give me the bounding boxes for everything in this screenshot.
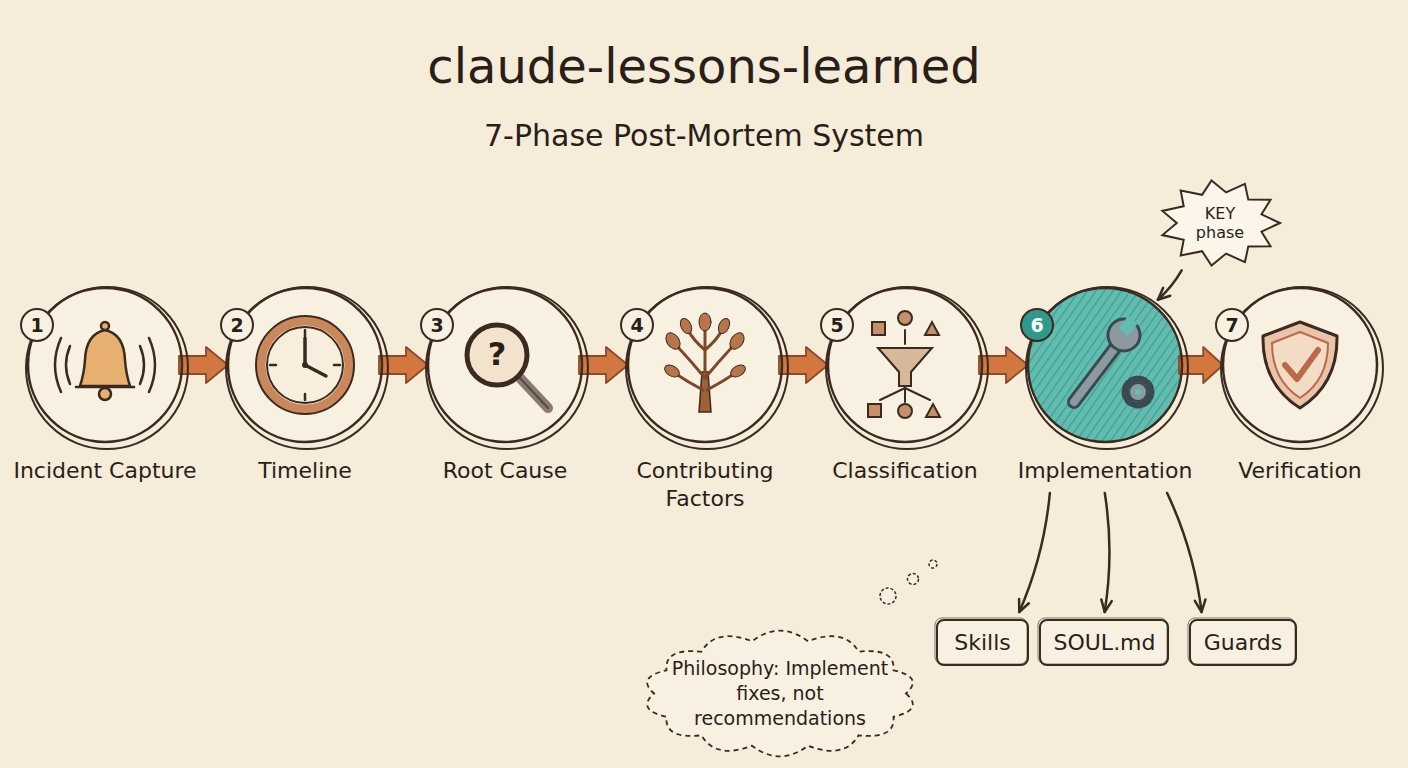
shield-icon xyxy=(1263,322,1337,408)
outer-ring xyxy=(226,287,388,449)
inner-ring xyxy=(828,288,982,442)
node-text: 6 xyxy=(1030,314,1043,336)
tree-icon xyxy=(663,313,748,412)
phase-label: Implementation xyxy=(1005,457,1205,485)
node-text: 2 xyxy=(230,314,243,336)
phase-number: 6 xyxy=(1019,307,1055,343)
connector-line xyxy=(1105,493,1110,612)
icon-glyph: ? xyxy=(488,335,507,373)
bell-icon xyxy=(55,322,155,400)
shape-outline xyxy=(1025,285,1185,445)
phase-circle: Timeline2 xyxy=(225,285,385,489)
phase-number: 5 xyxy=(819,307,855,343)
node-text: Philosophy: Implement fixes, not recomme… xyxy=(670,656,890,731)
shape-outline xyxy=(25,285,185,445)
badge-circle xyxy=(1216,309,1248,341)
funnel-icon xyxy=(868,311,940,418)
box-outline xyxy=(1190,620,1296,665)
phase-number: 7 xyxy=(1214,307,1250,343)
magnifier-icon xyxy=(467,325,548,408)
shape-outline xyxy=(1220,285,1380,445)
phase-number: 1 xyxy=(19,307,55,343)
box-sketch xyxy=(1038,618,1167,664)
outer-ring xyxy=(1221,287,1383,449)
node-text: Skills xyxy=(954,630,1011,655)
node-text: 4 xyxy=(630,314,643,336)
diagram-title: claude-lessons-learned xyxy=(427,38,980,94)
phase-circle: Contributing Factors4 xyxy=(625,285,785,517)
badge-circle xyxy=(821,309,853,341)
burst-outline xyxy=(1162,180,1280,265)
arrowhead xyxy=(1195,600,1206,612)
phase-number: 3 xyxy=(419,307,455,343)
box-outline xyxy=(1040,620,1168,665)
badge-circle xyxy=(1021,309,1053,341)
phase-circle: Verification7 xyxy=(1220,285,1380,489)
node-text: 1 xyxy=(30,314,43,336)
node-text: KEY phase xyxy=(1188,204,1252,242)
phase-number: 4 xyxy=(619,307,655,343)
inner-ring xyxy=(1223,288,1377,442)
clock-icon xyxy=(256,316,354,414)
badge-circle xyxy=(221,309,253,341)
connector-line xyxy=(1167,493,1202,612)
box-sketch xyxy=(935,618,1027,664)
phase-label: Root Cause xyxy=(405,457,605,485)
badge-circle xyxy=(621,309,653,341)
box-sketch xyxy=(1188,618,1295,664)
callout-burst: KEY phase xyxy=(1158,178,1282,268)
outer-ring xyxy=(826,287,988,449)
phase-circle: Implementation6 xyxy=(1025,285,1185,489)
outer-ring xyxy=(626,287,788,449)
output-box: Guards xyxy=(1188,617,1298,667)
node-text: 5 xyxy=(830,314,843,336)
inner-ring xyxy=(28,288,182,442)
shape-outline xyxy=(425,285,585,445)
wrench-gear-icon xyxy=(1074,316,1151,405)
arrowhead xyxy=(1158,288,1170,300)
phase-number: 2 xyxy=(219,307,255,343)
node-text: 7 xyxy=(1225,314,1238,336)
inner-ring xyxy=(1028,288,1182,442)
shape-outline xyxy=(225,285,385,445)
badge-circle xyxy=(21,309,53,341)
cloud-outline xyxy=(647,631,913,757)
phase-label: Contributing Factors xyxy=(605,457,805,513)
outer-ring xyxy=(26,287,188,449)
outer-ring xyxy=(426,287,588,449)
arrowhead xyxy=(1019,599,1029,612)
arrowhead xyxy=(1101,599,1111,612)
node-text: 3 xyxy=(430,314,443,336)
phase-label: Incident Capture xyxy=(5,457,205,485)
output-box: SOUL.md xyxy=(1038,617,1170,667)
badge-circle xyxy=(421,309,453,341)
box-outline xyxy=(937,620,1028,665)
thought-dots xyxy=(880,560,937,604)
node-text: Guards xyxy=(1204,630,1283,655)
shape-outline xyxy=(825,285,985,445)
connector-line xyxy=(1158,270,1182,299)
node-text: SOUL.md xyxy=(1053,630,1155,655)
phase-circle: Classification5 xyxy=(825,285,985,489)
outer-ring xyxy=(1026,287,1188,449)
shape-outline xyxy=(625,285,785,445)
circle-fills xyxy=(27,287,1378,443)
output-box: Skills xyxy=(935,617,1030,667)
inner-ring xyxy=(228,288,382,442)
inner-ring xyxy=(628,288,782,442)
subtitle: 7-Phase Post-Mortem System xyxy=(484,118,924,153)
connector-line xyxy=(1019,493,1050,612)
inner-ring xyxy=(428,288,582,442)
phase-label: Classification xyxy=(805,457,1005,485)
thought-cloud: Philosophy: Implement fixes, not recomme… xyxy=(640,628,920,759)
phase-circle: Root Cause3 xyxy=(425,285,585,489)
phase-label: Timeline xyxy=(205,457,405,485)
phase-circle: Incident Capture1 xyxy=(25,285,185,489)
phase-label: Verification xyxy=(1200,457,1400,485)
